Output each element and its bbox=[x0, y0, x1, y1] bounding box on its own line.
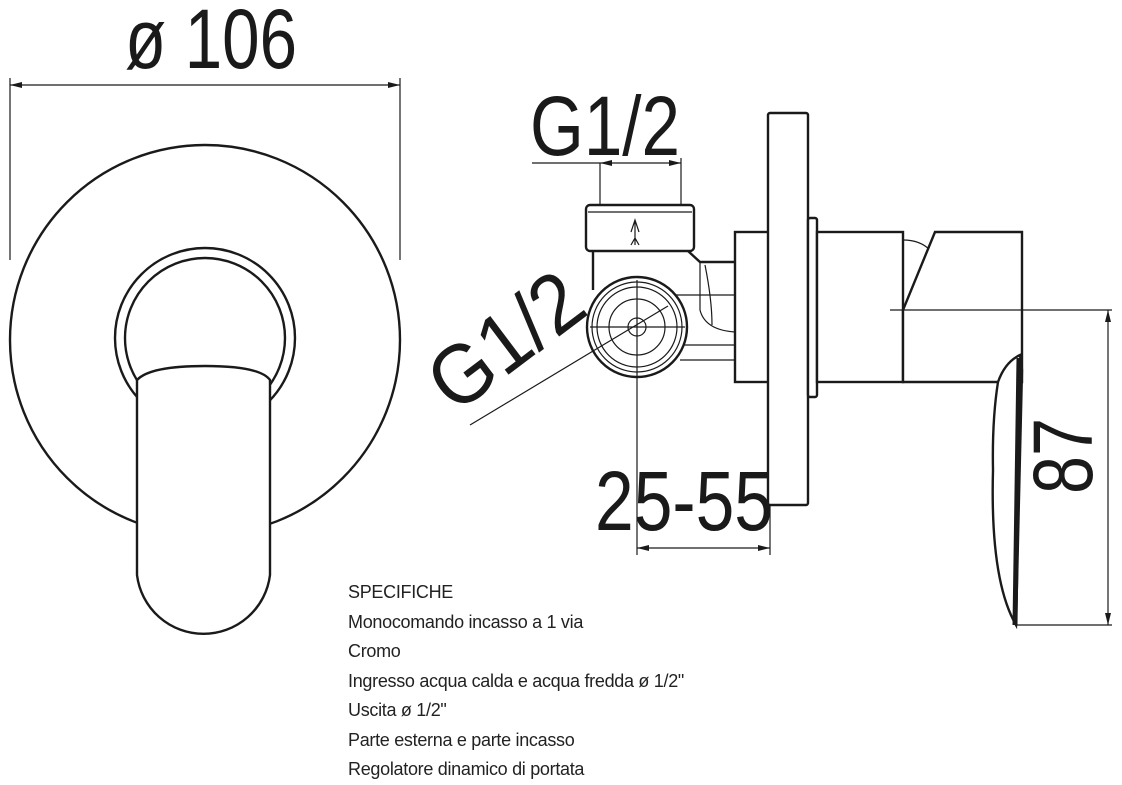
spec-line: Ingresso acqua calda e acqua fredda ø 1/… bbox=[348, 670, 685, 691]
flow-arrow-icon bbox=[630, 218, 640, 246]
handle-block bbox=[901, 230, 1024, 384]
arrow-head bbox=[637, 545, 649, 551]
lever-handle-front bbox=[135, 364, 272, 635]
lever-edge bbox=[1012, 357, 1022, 626]
height-label: 87 bbox=[1016, 418, 1110, 494]
outlet-thread-label: G1/2 bbox=[530, 79, 680, 173]
fitting-body-detail bbox=[699, 262, 736, 333]
cap-curve bbox=[902, 239, 931, 251]
inlet-leader-line bbox=[469, 305, 669, 426]
arrow-head bbox=[388, 82, 400, 88]
valve-cap bbox=[815, 230, 905, 384]
diameter-label: ø 106 bbox=[125, 0, 297, 86]
arrow-head bbox=[669, 160, 681, 166]
arrow-head bbox=[10, 82, 22, 88]
recessed-body bbox=[733, 230, 771, 384]
spec-line: Regolatore dinamico di portata bbox=[348, 759, 585, 779]
arrow-head bbox=[1105, 613, 1111, 625]
plate-ring bbox=[806, 216, 819, 399]
arrow-head bbox=[600, 160, 612, 166]
spec-line: Cromo bbox=[348, 641, 401, 661]
side-view: G1/2 G1/2 25-55 bbox=[409, 79, 1112, 630]
arrow-head bbox=[758, 545, 770, 551]
wall-plate bbox=[766, 111, 810, 507]
outlet-nut bbox=[584, 203, 696, 253]
front-view: ø 106 bbox=[8, 0, 402, 635]
inlet-thread-label: G1/2 bbox=[409, 252, 601, 429]
spec-line: Parte esterna e parte incasso bbox=[348, 729, 575, 750]
depth-label: 25-55 bbox=[595, 454, 773, 548]
specifications-list: SPECIFICHE Monocomando incasso a 1 via C… bbox=[348, 578, 684, 785]
spec-line: Uscita ø 1/2" bbox=[348, 700, 447, 720]
arrow-head bbox=[1105, 310, 1111, 322]
spec-line: Monocomando incasso a 1 via bbox=[348, 611, 584, 632]
specs-title: SPECIFICHE bbox=[348, 582, 454, 602]
